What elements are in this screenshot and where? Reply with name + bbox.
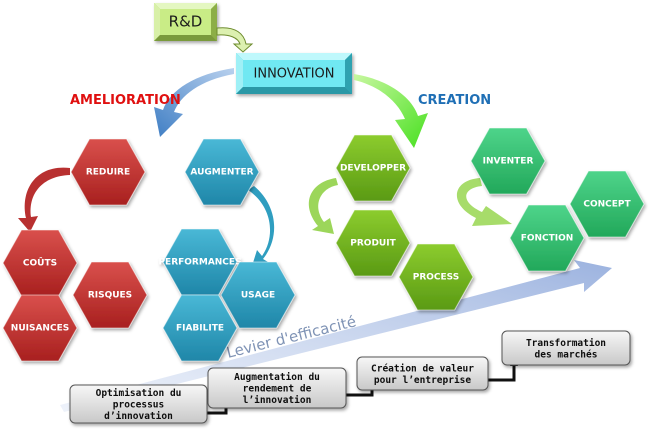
hexagon-label-concept: CONCEPT (583, 200, 631, 210)
rd-label: R&D (169, 13, 203, 31)
hexagon-label-reduire: REDUIRE (86, 168, 130, 178)
step-text-line: pour l’entreprise (374, 375, 472, 386)
hexagon-shape (398, 243, 474, 311)
augmenter-to-usage-arrow (248, 186, 275, 266)
hexagon-shape (220, 261, 296, 329)
hexagon-concept[interactable]: CONCEPT (569, 170, 645, 238)
hexagon-shape (569, 170, 645, 238)
hexagon-nuisances[interactable]: NUISANCES (2, 294, 78, 362)
developper-to-produit-arrow (308, 178, 338, 234)
hexagon-fiabilite[interactable]: FIABILITE (162, 294, 238, 362)
amelioration-arrow (154, 68, 234, 137)
step-text-line: processus (113, 400, 164, 411)
hexagon-label-augmenter: AUGMENTER (190, 168, 253, 178)
step-box-shape (356, 356, 489, 391)
rd-to-innovation-arrow (216, 27, 254, 53)
hexagon-label-performances: PERFORMANCES (158, 258, 241, 268)
step-text-line: d’innovation (104, 411, 173, 422)
hexagon-label-couts: COÛTS (23, 257, 57, 269)
inventer-to-fonction-arrow (456, 178, 512, 226)
creation-arrow (354, 74, 428, 148)
hexagon-fonction[interactable]: FONCTION (509, 204, 585, 272)
rd-box[interactable]: R&D (154, 3, 217, 41)
step-box-shape (69, 384, 208, 424)
step-box-shape (207, 367, 347, 409)
step-text-line: Transformation (526, 338, 606, 349)
hexagon-label-risques: RISQUES (88, 291, 132, 301)
hexagon-usage[interactable]: USAGE (220, 261, 296, 329)
hexagon-layer: REDUIRE COÛTS RISQUES NUISANCES AUGMENTER PER… (2, 127, 645, 362)
step-text-line: des marchés (535, 349, 598, 360)
hexagon-shape (2, 294, 78, 362)
hexagon-shape (335, 209, 411, 277)
step-text-line: l’innovation (243, 395, 312, 406)
creation-title: CREATION (418, 93, 491, 108)
reduire-to-couts-arrow (18, 167, 70, 232)
hexagon-shape (509, 204, 585, 272)
hexagon-label-fonction: FONCTION (521, 234, 574, 244)
hexagon-label-developper: DEVELOPPER (340, 164, 406, 174)
hexagon-shape (72, 261, 148, 329)
hexagon-label-produit: PRODUIT (350, 239, 396, 249)
hexagon-shape (184, 138, 260, 206)
innovation-box[interactable]: INNOVATION (236, 53, 352, 94)
hexagon-label-nuisances: NUISANCES (11, 324, 69, 334)
hexagon-reduire[interactable]: REDUIRE (70, 138, 146, 206)
hexagon-risques[interactable]: RISQUES (72, 261, 148, 329)
hexagon-produit[interactable]: PRODUIT (335, 209, 411, 277)
step-text-line: Création de valeur (371, 363, 474, 374)
hexagon-couts[interactable]: COÛTS (2, 229, 78, 297)
hexagon-shape (335, 134, 411, 202)
hexagon-shape (162, 294, 238, 362)
hexagon-shape (470, 127, 546, 195)
hexagon-augmenter[interactable]: AUGMENTER (184, 138, 260, 206)
step-text-line: rendement de (243, 384, 312, 395)
hexagon-label-inventer: INVENTER (483, 157, 534, 167)
hexagon-label-usage: USAGE (241, 291, 275, 301)
hexagon-label-fiabilite: FIABILITE (176, 324, 224, 334)
hexagon-developper[interactable]: DEVELOPPER (335, 134, 411, 202)
hexagon-inventer[interactable]: INVENTER (470, 127, 546, 195)
step-box-shape (501, 330, 631, 366)
innovation-label: INNOVATION (254, 67, 335, 82)
amelioration-title: AMELIORATION (70, 93, 181, 108)
step-text-line: Optimisation du (96, 388, 182, 399)
step-text-line: Augmentation du (234, 372, 320, 383)
lever-arrow (60, 260, 612, 412)
hexagon-process[interactable]: PROCESS (398, 243, 474, 311)
hexagon-label-process: PROCESS (413, 273, 460, 283)
steps-layer: Optimisation duprocessusd’innovationAugm… (69, 330, 631, 424)
hexagon-shape (70, 138, 146, 206)
